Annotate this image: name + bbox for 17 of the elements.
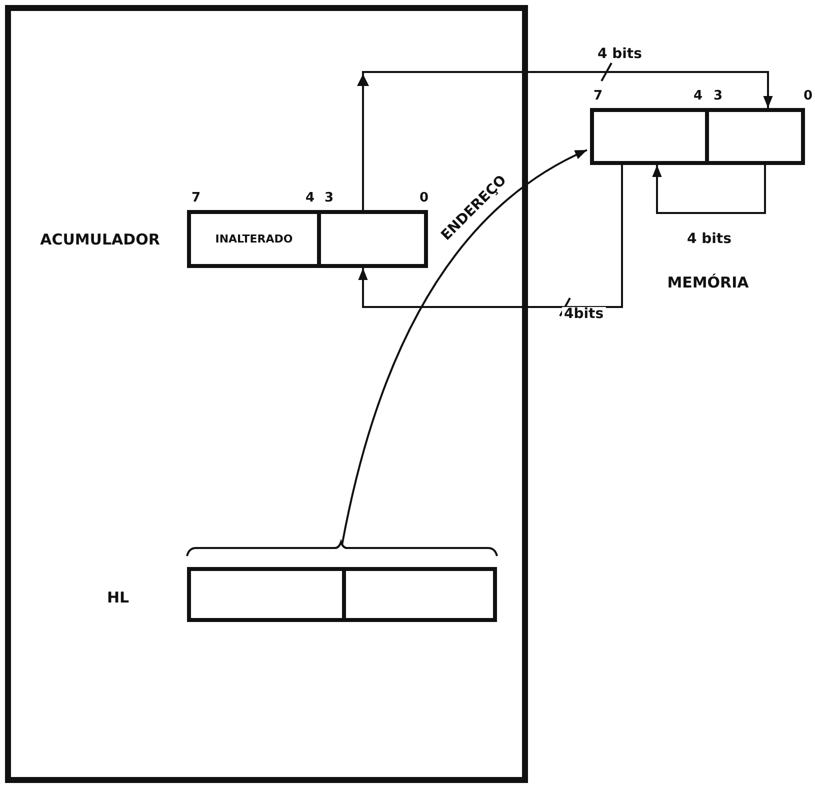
bit-number: 7 (593, 90, 603, 102)
processor-box (5, 5, 528, 783)
edge-label: 4bits (562, 307, 606, 321)
register-label: INALTERADO (214, 234, 294, 244)
register-name: ACUMULADOR (40, 232, 160, 248)
bit-number: 4 (305, 192, 315, 204)
edge-label: 4 bits (596, 47, 644, 61)
bit-number: 3 (324, 192, 334, 204)
register-name: HL (106, 590, 130, 606)
memory-label: MEMÓRIA (667, 276, 749, 290)
bit-number: 4 (693, 90, 703, 102)
register-box (187, 567, 497, 622)
edge-label: 4 bits (685, 232, 734, 246)
bit-number: 7 (191, 192, 201, 204)
bit-number: 0 (803, 90, 813, 102)
bit-number: 0 (419, 192, 429, 204)
bit-number: 3 (713, 90, 723, 102)
